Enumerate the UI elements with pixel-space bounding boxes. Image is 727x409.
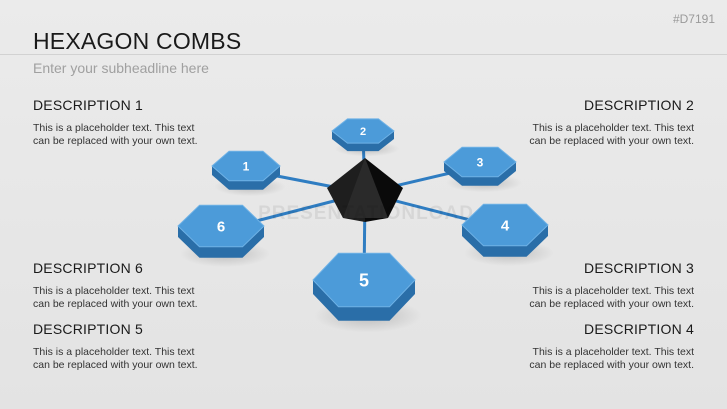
hexagon-top <box>312 252 416 308</box>
pyramid-front-face <box>343 158 388 218</box>
description-3: DESCRIPTION 3 This is a placeholder text… <box>494 260 694 311</box>
description-2-line-2: can be replaced with your own text. <box>529 135 694 147</box>
hexagon-number: 3 <box>477 155 484 169</box>
description-2: DESCRIPTION 2 This is a placeholder text… <box>494 97 694 148</box>
title-divider <box>0 54 727 55</box>
hexagon-top <box>177 204 265 248</box>
pyramid-hub <box>327 158 403 222</box>
hexagon-group: 1 2 3 4 5 6 <box>177 118 555 333</box>
description-5-line-2: can be replaced with your own text. <box>33 359 198 371</box>
hexagon-top <box>443 146 517 178</box>
hexagon-number: 5 <box>359 270 369 290</box>
hexagon-3: 3 <box>443 146 522 193</box>
hexagon-side <box>444 162 516 186</box>
description-4-line-1: This is a placeholder text. This text <box>532 346 694 358</box>
hexagon-top <box>461 203 549 247</box>
hexagon-number: 1 <box>243 159 250 173</box>
description-3-heading: DESCRIPTION 3 <box>584 260 694 276</box>
description-1-text: This is a placeholder text. This text ca… <box>33 122 233 148</box>
description-2-line-1: This is a placeholder text. This text <box>532 122 694 134</box>
description-4-line-2: can be replaced with your own text. <box>529 359 694 371</box>
description-5-heading: DESCRIPTION 5 <box>33 321 143 337</box>
description-3-line-2: can be replaced with your own text. <box>529 298 694 310</box>
description-5: DESCRIPTION 5 This is a placeholder text… <box>33 321 233 372</box>
description-6-line-2: can be replaced with your own text. <box>33 298 198 310</box>
description-6-line-1: This is a placeholder text. This text <box>33 285 195 297</box>
description-4-heading: DESCRIPTION 4 <box>584 321 694 337</box>
description-1-line-1: This is a placeholder text. This text <box>33 122 195 134</box>
hexagon-number: 6 <box>217 218 225 235</box>
description-5-line-1: This is a placeholder text. This text <box>33 346 195 358</box>
description-2-text: This is a placeholder text. This text ca… <box>494 122 694 148</box>
hexagon-side <box>462 225 548 257</box>
description-6: DESCRIPTION 6 This is a placeholder text… <box>33 260 233 311</box>
hexagon-1: 1 <box>211 150 286 197</box>
description-6-text: This is a placeholder text. This text ca… <box>33 285 233 311</box>
description-1-heading: DESCRIPTION 1 <box>33 97 143 113</box>
hexagon-6: 6 <box>177 204 271 267</box>
description-4: DESCRIPTION 4 This is a placeholder text… <box>494 321 694 372</box>
description-5-text: This is a placeholder text. This text ca… <box>33 346 233 372</box>
hexagon-side <box>178 226 264 258</box>
description-1-line-2: can be replaced with your own text. <box>33 135 198 147</box>
description-2-heading: DESCRIPTION 2 <box>584 97 694 113</box>
hexagon-top <box>211 150 281 182</box>
watermark: PRESENTATIONLOAD <box>258 203 474 224</box>
hexagon-side <box>212 166 280 190</box>
description-3-line-1: This is a placeholder text. This text <box>532 285 694 297</box>
hexagon-5: 5 <box>312 252 422 333</box>
hexagon-top <box>331 118 395 144</box>
hexagon-number: 2 <box>360 126 366 138</box>
description-3-text: This is a placeholder text. This text ca… <box>494 285 694 311</box>
hexagon-4: 4 <box>461 203 555 266</box>
hexagon-2: 2 <box>331 118 400 157</box>
slide-title: HEXAGON COMBS <box>33 28 242 54</box>
description-1: DESCRIPTION 1 This is a placeholder text… <box>33 97 233 148</box>
description-6-heading: DESCRIPTION 6 <box>33 260 143 276</box>
hexagon-side <box>332 131 394 152</box>
description-4-text: This is a placeholder text. This text ca… <box>494 346 694 372</box>
hexagon-side <box>313 280 415 321</box>
hexagon-number: 4 <box>501 217 510 234</box>
slide-subtitle: Enter your subheadline here <box>33 60 209 76</box>
slide-id: #D7191 <box>672 12 715 26</box>
